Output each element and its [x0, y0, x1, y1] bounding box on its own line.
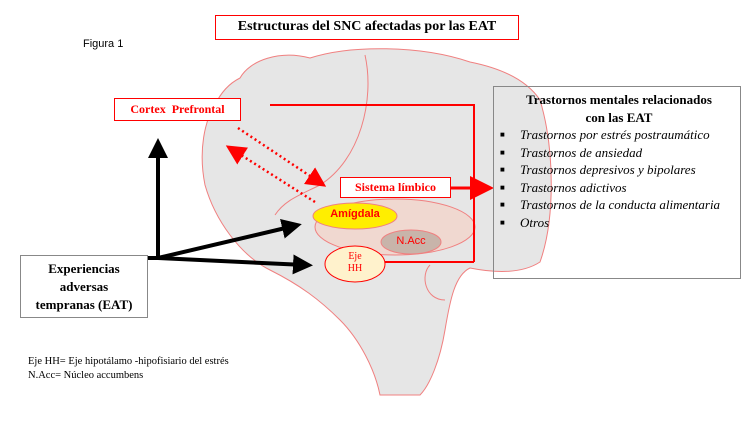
disorders-list: ■ Trastornos por estrés postraumático ■ Tra…: [500, 126, 738, 231]
disorder-item: ■ Otros: [500, 214, 738, 232]
eat-to-amygdala-arrow: [157, 219, 302, 260]
disorder-item-label: Trastornos de ansiedad: [520, 144, 643, 160]
bullet-icon: ■: [500, 165, 505, 174]
nacc-node: [380, 229, 442, 255]
bullet-icon: ■: [500, 182, 505, 192]
disorders-heading: Trastornos mentales relacionados con las…: [500, 91, 738, 126]
eat-box: Experiencias adversas tempranas (EAT): [20, 255, 148, 318]
footnote-eje-hh: Eje HH= Eje hipotálamo -hipofisiario del…: [28, 356, 229, 367]
disorder-item-label: Trastornos de la conducta alimentaria: [520, 197, 721, 212]
amygdala-label: Amígdala: [330, 208, 380, 220]
figure-label: Figura 1: [83, 38, 124, 50]
brain-sulcus: [424, 264, 446, 301]
disorders-heading-line2: con las EAT: [585, 109, 653, 125]
bullet-icon: ■: [500, 217, 505, 227]
eat-line2: adversas: [59, 279, 109, 294]
disorders-box: Trastornos mentales relacionados con las…: [493, 86, 741, 279]
disorder-item: ■ Trastornos de ansiedad: [500, 144, 738, 162]
disorder-item-label: Trastornos por estrés postraumático: [520, 127, 710, 142]
bullet-icon: ■: [500, 130, 505, 139]
brain-sulcus: [274, 54, 369, 216]
eje-hh-line1: Eje: [348, 251, 362, 262]
eat-line1: Experiencias: [48, 261, 120, 276]
disorder-item-label: Trastornos depresivos y bipolares: [520, 162, 696, 177]
disorder-item: ■ Trastornos adictivos: [500, 179, 738, 197]
eje-hh-node: [324, 245, 386, 283]
cortex-to-disorders-line: [270, 104, 475, 262]
eje-hh-line2: HH: [347, 263, 363, 274]
disorder-item-label: Otros: [520, 214, 550, 230]
footnote-nacc: N.Acc= Núcleo accumbens: [28, 370, 144, 381]
eje-hh-label: Eje HH: [330, 251, 380, 275]
nacc-label: N.Acc: [396, 235, 426, 247]
disorder-item: ■ Trastornos de la conducta alimentaria: [500, 196, 738, 214]
cortex-prefrontal-box: Cortex Prefrontal: [114, 98, 241, 121]
eat-line3: tempranas (EAT): [35, 297, 133, 312]
disorder-item: ■ Trastornos depresivos y bipolares: [500, 161, 738, 179]
eat-to-eje-arrow: [157, 254, 313, 275]
sistema-limbico-box: Sistema límbico: [340, 177, 451, 198]
amygdala-node: [312, 202, 398, 230]
diagram-title: Estructuras del SNC afectadas por las EA…: [215, 15, 519, 40]
disorders-heading-line1: Trastornos mentales relacionados: [526, 92, 712, 107]
cortex-to-limbic-dotted-arrow: [237, 126, 327, 187]
disorder-item: ■ Trastornos por estrés postraumático: [500, 126, 738, 144]
disorder-item-label: Trastornos adictivos: [520, 179, 627, 195]
footnotes: Eje HH= Eje hipotálamo -hipofisiario del…: [28, 355, 229, 383]
amygdala-to-cortex-dotted-arrow: [225, 145, 316, 204]
bullet-icon: ■: [500, 200, 505, 209]
bullet-icon: ■: [500, 147, 505, 157]
